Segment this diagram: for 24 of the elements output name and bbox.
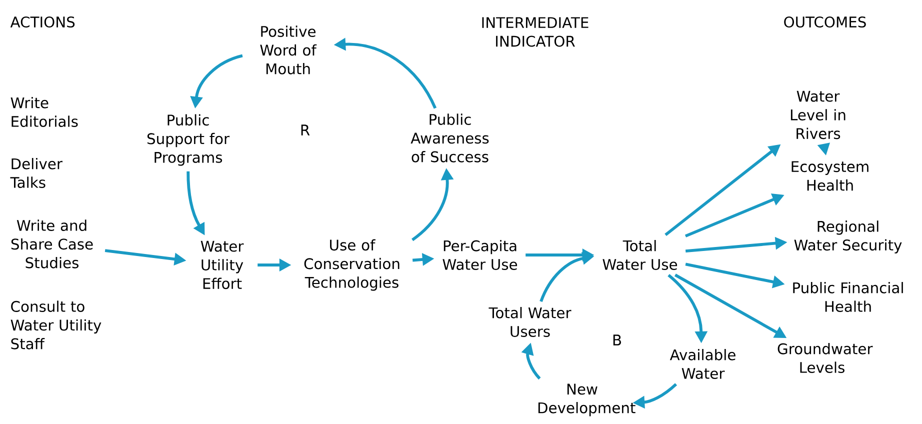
node-label: Positive Word of Mouth [260, 26, 317, 74]
node-label: New Development [538, 384, 636, 416]
action-label: Write Editorials [10, 96, 78, 127]
node-label: Water Utility Effort [200, 240, 244, 290]
node-label: Groundwater Levels [778, 342, 873, 373]
node-label: Available Water [670, 348, 736, 379]
node-label: Regional Water Security [794, 220, 902, 254]
node-label: Per-Capita Water Use [442, 240, 518, 270]
heading: OUTCOMES [784, 16, 866, 28]
heading: ACTIONS [10, 16, 75, 28]
node-label: Ecosystem Health [792, 161, 868, 191]
action-label: Deliver Talks [10, 158, 62, 188]
loop-label: B [613, 334, 621, 346]
node-label: Public Support for Programs [147, 114, 230, 166]
node-label: Public Awareness of Success [410, 114, 489, 162]
node-label: Water Level in Rivers [790, 90, 846, 140]
node-label: Use of Conservation Technologies [304, 239, 400, 291]
loop-label: R [301, 124, 310, 136]
action-label: Consult to Water Utility Staff [10, 300, 102, 350]
node-label: Write and Share Case Studies [11, 220, 93, 268]
heading: INTERMEDIATE INDICATOR [482, 17, 588, 47]
node-label: Total Water Use [602, 240, 678, 270]
node-label: Total Water Users [488, 306, 572, 337]
node-label: Public Financial Health [793, 282, 903, 312]
